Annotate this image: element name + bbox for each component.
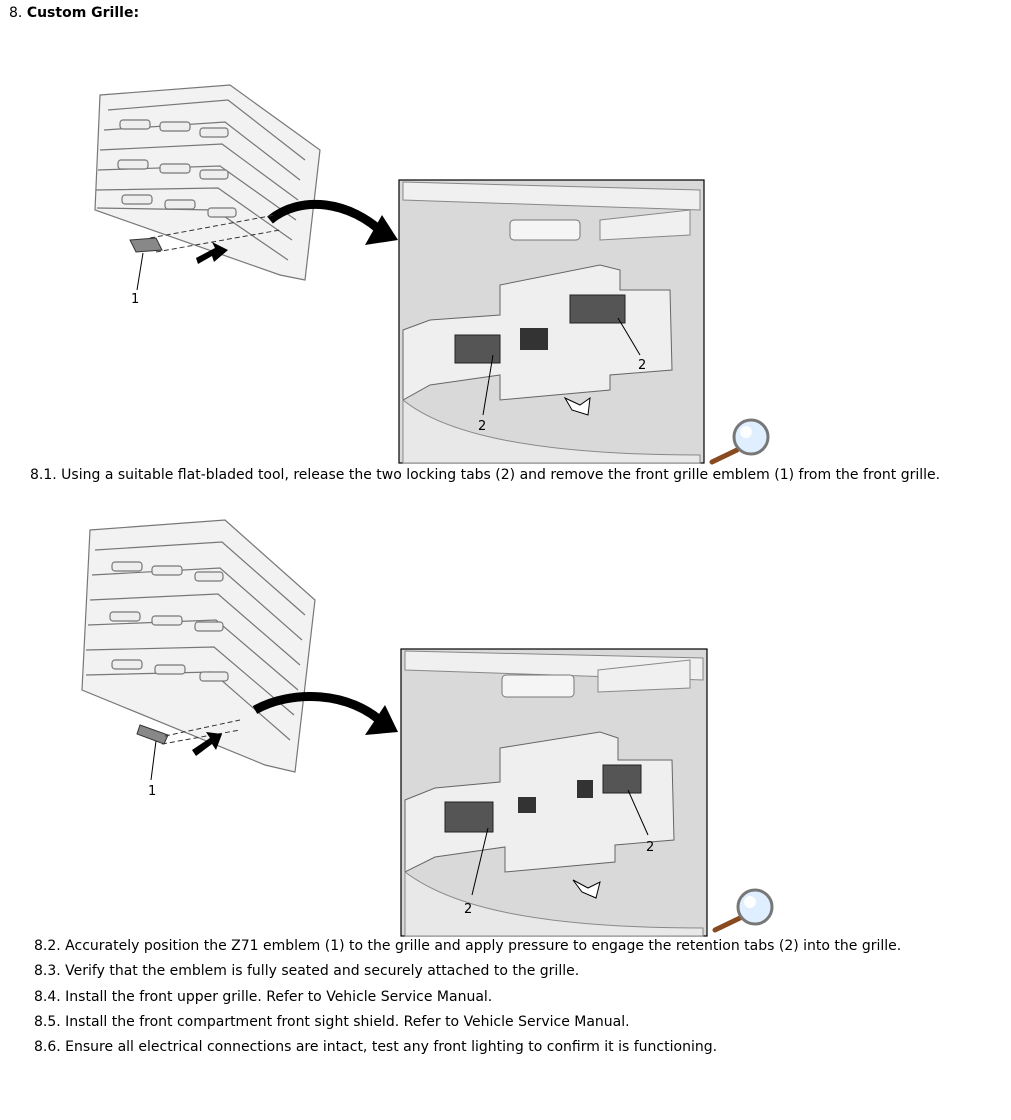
emblem-part: [129, 214, 281, 291]
callout-tab-left: 2: [464, 902, 472, 917]
step-8-4: 8.4. Install the front upper grille. Ref…: [34, 989, 492, 1005]
figure-remove-emblem: 1 2 2: [0, 70, 1011, 470]
detail-view: [400, 648, 708, 937]
step-text: Ensure all electrical connections are in…: [65, 1039, 718, 1055]
callout-tab-right: 2: [638, 358, 646, 373]
step-text: Install the front compartment front sigh…: [65, 1014, 630, 1030]
step-8-3: 8.3. Verify that the emblem is fully sea…: [34, 963, 579, 979]
step-number: 8.4.: [34, 989, 61, 1005]
illustration-remove-emblem: 1 2 2: [94, 84, 770, 465]
step-text: Using a suitable flat-bladed tool, relea…: [61, 467, 941, 483]
section-heading: 8. Custom Grille:: [9, 5, 139, 21]
step-number: 8.5.: [34, 1014, 61, 1030]
section-title: Custom Grille:: [26, 5, 140, 21]
step-8-2: 8.2. Accurately position the Z71 emblem …: [34, 938, 901, 954]
magnifier-icon[interactable]: [709, 418, 770, 465]
emblem-part: [136, 719, 241, 781]
callout-tab-left: 2: [478, 419, 486, 434]
step-number: 8.1.: [30, 467, 57, 483]
section-number: 8.: [9, 5, 23, 21]
grille-overview: [94, 84, 321, 281]
detail-view: [398, 179, 705, 464]
illustration-install-emblem: 1 2 2: [81, 519, 774, 937]
magnifier-icon[interactable]: [712, 888, 774, 933]
zoom-arrow: [252, 692, 389, 729]
callout-tab-right: 2: [646, 840, 654, 855]
zoom-arrow: [267, 199, 389, 239]
step-8-5: 8.5. Install the front compartment front…: [34, 1014, 630, 1030]
callout-emblem: 1: [131, 292, 139, 307]
step-number: 8.6.: [34, 1039, 61, 1055]
step-text: Accurately position the Z71 emblem (1) t…: [65, 938, 902, 954]
step-8-1: 8.1. Using a suitable flat-bladed tool, …: [30, 467, 940, 483]
step-text: Install the front upper grille. Refer to…: [65, 989, 493, 1005]
callout-emblem: 1: [148, 784, 156, 799]
step-text: Verify that the emblem is fully seated a…: [65, 963, 580, 979]
step-number: 8.2.: [34, 938, 61, 954]
grille-overview: [81, 519, 316, 773]
figure-install-emblem: 1 2 2: [0, 510, 1011, 940]
step-number: 8.3.: [34, 963, 61, 979]
step-8-6: 8.6. Ensure all electrical connections a…: [34, 1039, 717, 1055]
